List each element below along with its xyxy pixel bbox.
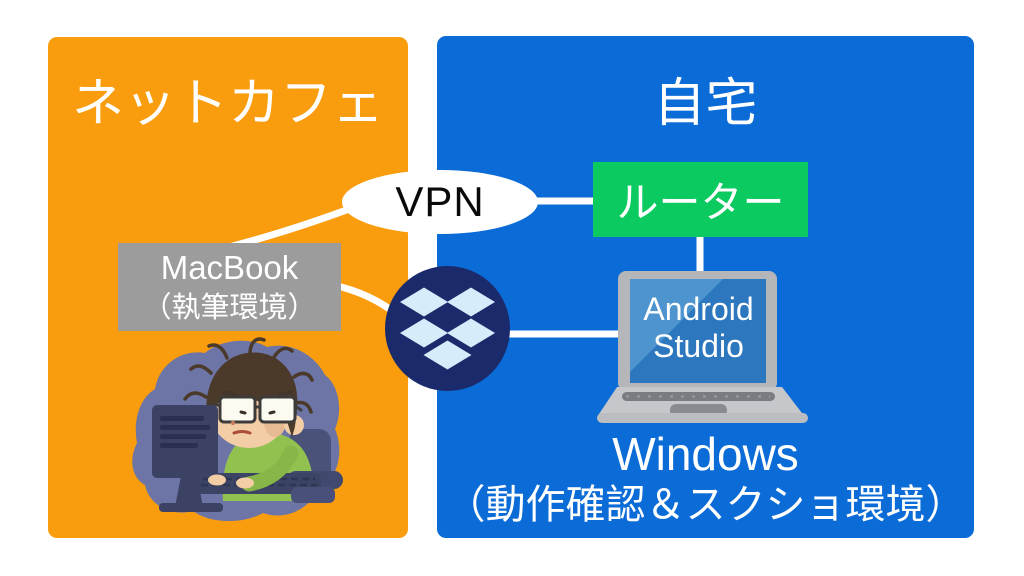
laptop-screen-label: Android Studio	[629, 291, 768, 365]
dropbox-glyph	[400, 287, 495, 370]
home-title: 自宅	[653, 75, 758, 133]
laptop-keys	[622, 392, 775, 401]
windows-caption-line1: Windows	[612, 428, 799, 480]
router-box: ルーター	[593, 162, 808, 237]
windows-caption-line2: （動作確認＆スクショ環境）	[445, 483, 966, 527]
vpn-ellipse: VPN	[342, 170, 538, 234]
glasses-icon	[213, 395, 303, 424]
hands	[208, 474, 254, 489]
laptop-base	[597, 413, 808, 423]
dropbox-icon	[385, 266, 510, 391]
windows-caption: Windows （動作確認＆スクショ環境）	[437, 428, 974, 530]
vpn-label: VPN	[395, 178, 485, 225]
screen-label-line1: Android	[643, 291, 754, 327]
screen-label-line2: Studio	[653, 328, 744, 364]
face-details	[230, 410, 276, 435]
line-vpn-macbook	[225, 204, 356, 251]
cafe-title: ネットカフェ	[71, 75, 384, 133]
macbook-box: MacBook （執筆環境）	[118, 243, 341, 331]
laptop-icon	[597, 271, 808, 423]
person-at-computer-illustration	[132, 337, 343, 522]
macbook-sublabel: （執筆環境）	[142, 292, 317, 324]
macbook-label: MacBook	[160, 249, 299, 286]
router-label: ルーター	[616, 179, 785, 226]
chair-seat	[291, 487, 335, 503]
hair	[206, 352, 298, 437]
hair-strands	[183, 337, 314, 414]
